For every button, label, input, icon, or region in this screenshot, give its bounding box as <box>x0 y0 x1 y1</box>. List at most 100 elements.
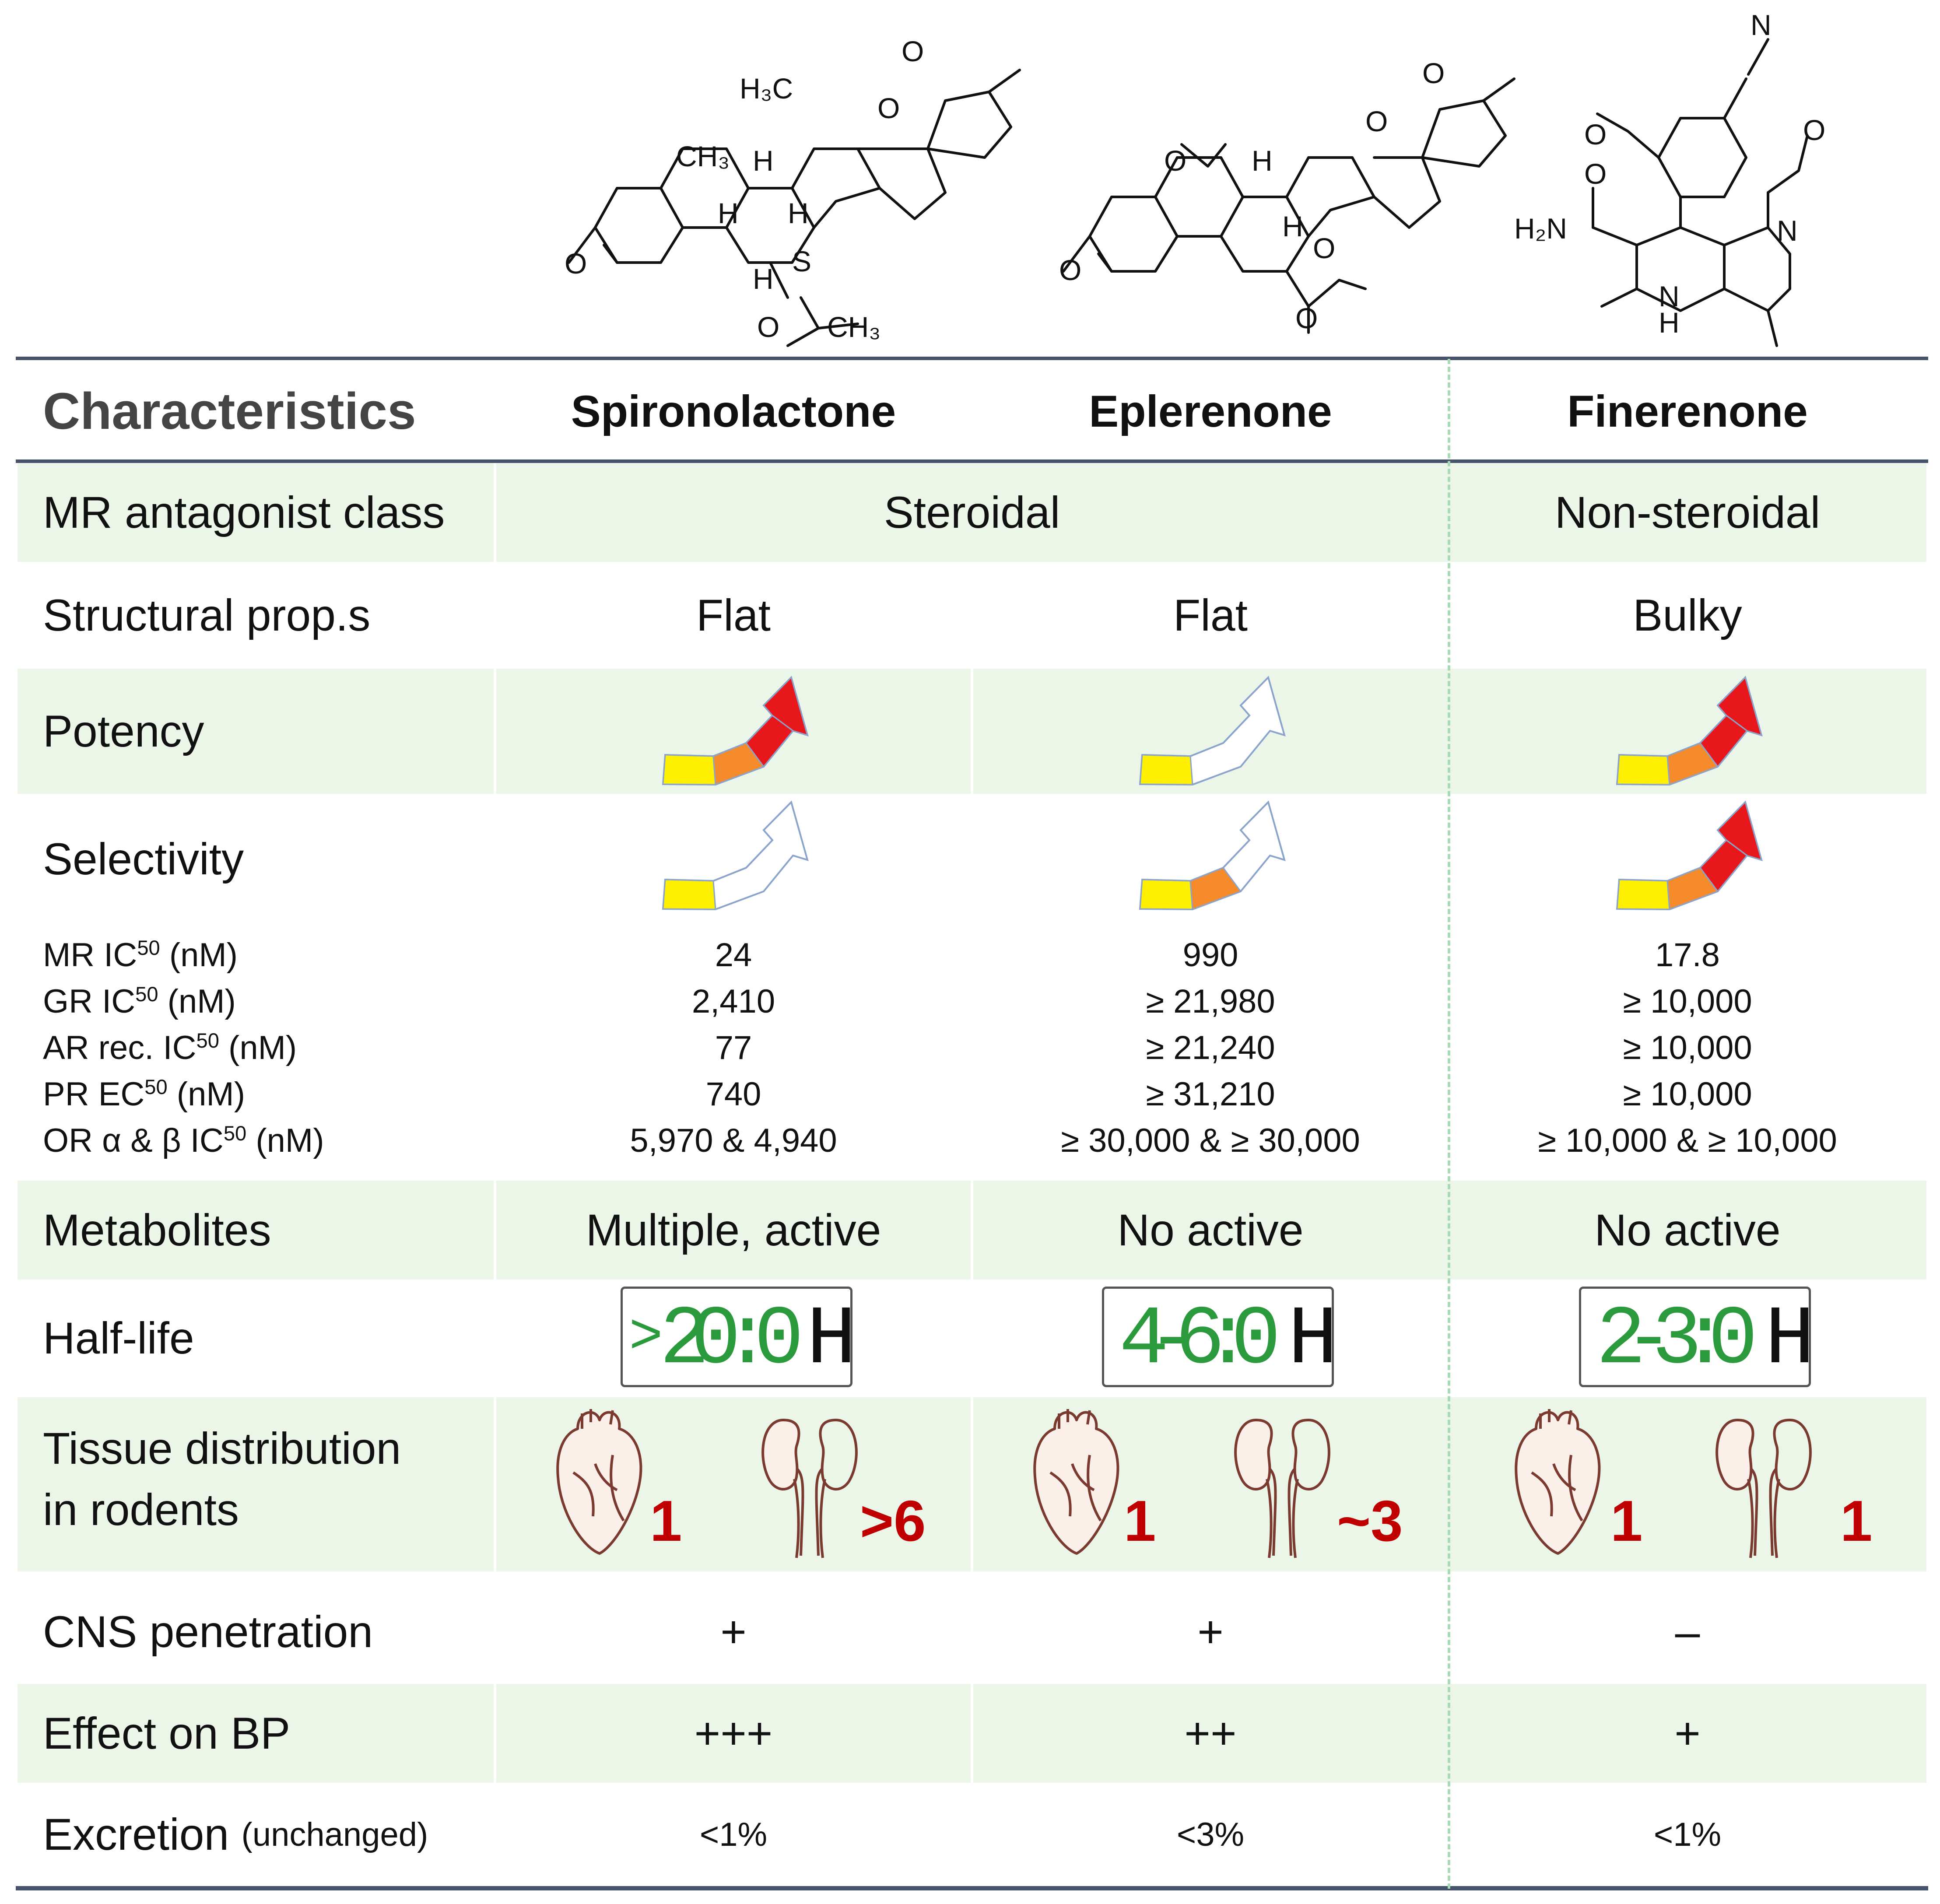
arrow-level-segment <box>662 754 716 785</box>
header-spironolactone: Spironolactone <box>571 386 896 436</box>
potency-arrow-fine <box>1616 676 1763 786</box>
value-cns-eple: + <box>1197 1606 1224 1657</box>
atom-h2n: H₂N <box>1514 212 1567 245</box>
halflife-digits: 2-3:0 <box>1596 1294 1758 1387</box>
ic50-value: 77 <box>715 1029 752 1066</box>
value-metabolites-eple: No active <box>1117 1205 1304 1255</box>
header-finerenone: Finerenone <box>1567 386 1808 436</box>
arrow-head <box>1716 801 1763 861</box>
value-structural-fine: Bulky <box>1633 590 1742 640</box>
heart-outline <box>572 1455 625 1522</box>
ic50-label-mr: MR IC50 (nM) <box>43 936 238 974</box>
ic50-label-ar: AR rec. IC50 (nM) <box>43 1029 297 1066</box>
kidney-outline <box>1234 1419 1273 1490</box>
spironolactone-structure <box>568 69 1021 347</box>
atom-n: N <box>1777 214 1798 247</box>
label-structural: Structural prop.s <box>43 590 371 640</box>
value-excretion-spiro: <1% <box>699 1816 768 1853</box>
label-potency: Potency <box>43 706 204 756</box>
finerenone-structure <box>1592 38 1809 347</box>
atom-s: S <box>792 245 811 277</box>
ic50-value: ≥ 21,240 <box>1146 1029 1275 1066</box>
atom-o: O <box>1584 118 1607 151</box>
eplerenone-structure <box>1062 77 1516 334</box>
kidney-outline <box>1266 1467 1299 1558</box>
selectivity-arrow-fine <box>1616 800 1763 911</box>
ic50-value: 2,410 <box>691 983 775 1020</box>
halflife-display-spiro: > 20:0 H <box>621 1287 852 1387</box>
halflife-prefix: > <box>629 1306 663 1370</box>
kidney-icon <box>1715 1419 1812 1558</box>
column-divider <box>494 463 496 1889</box>
atom-o: O <box>1295 302 1318 334</box>
atom-h: H <box>1659 306 1680 339</box>
value-cns-spiro: + <box>720 1606 747 1657</box>
selectivity-arrow-eple <box>1139 800 1286 911</box>
kidney-ratio-fine: 1 <box>1840 1489 1873 1553</box>
atom-o: O <box>877 92 900 124</box>
arrow-head <box>762 676 809 736</box>
value-metabolites-fine: No active <box>1594 1205 1781 1255</box>
ic50-values-spiro: 24 2,410 77 740 5,970 & 4,940 <box>496 932 971 1164</box>
value-excretion-fine: <1% <box>1653 1816 1722 1853</box>
heart-outline <box>1531 1455 1583 1522</box>
kidney-ratio-eple: ~3 <box>1337 1489 1403 1553</box>
label-excretion: Excretion (unchanged) <box>43 1783 428 1886</box>
ic50-value: ≥ 10,000 <box>1623 1076 1752 1113</box>
label-tissue-line2: in rodents <box>43 1484 239 1535</box>
value-nonsteroidal: Non-steroidal <box>1554 487 1821 537</box>
value-cns-fine: – <box>1675 1606 1700 1657</box>
atom-o: O <box>1584 158 1607 190</box>
label-metabolites: Metabolites <box>43 1205 271 1255</box>
value-structural-eple: Flat <box>1173 590 1248 640</box>
value-steroidal: Steroidal <box>884 487 1060 537</box>
kidney-outline <box>793 1467 826 1558</box>
header-eplerenone: Eplerenone <box>1089 386 1332 436</box>
kidney-outline <box>1715 1419 1754 1490</box>
potency-arrow-eple <box>1139 676 1286 786</box>
atom-o: O <box>902 35 924 67</box>
atom-o: O <box>1059 254 1081 286</box>
ic50-values-eple: 990 ≥ 21,980 ≥ 21,240 ≥ 31,210 ≥ 30,000 … <box>973 932 1448 1164</box>
value-excretion-eple: <3% <box>1176 1816 1245 1853</box>
heart-ratio-fine: 1 <box>1610 1489 1643 1553</box>
atom-h: H <box>718 197 739 229</box>
ic50-value: ≥ 10,000 <box>1623 983 1752 1020</box>
ic50-value: ≥ 31,210 <box>1146 1076 1275 1113</box>
heart-outline <box>581 1409 614 1429</box>
atom-o: O <box>1164 144 1186 177</box>
halflife-unit: H <box>1288 1294 1334 1387</box>
atom-h: H <box>753 263 774 295</box>
arrow-level-segment <box>1189 867 1242 911</box>
halflife-unit: H <box>1765 1294 1811 1387</box>
heart-icon <box>1033 1409 1119 1555</box>
label-class: MR antagonist class <box>43 487 445 537</box>
ic50-value: 24 <box>715 936 752 974</box>
atom-o: O <box>565 247 587 280</box>
heart-outline <box>1049 1455 1102 1522</box>
chemical-structures: H₃C CH₃ H H H H O O O O S CH₃ O O O O O … <box>565 9 1825 347</box>
heart-outline <box>1515 1411 1601 1555</box>
kidney-outline <box>1291 1419 1330 1490</box>
value-structural-spiro: Flat <box>696 590 771 640</box>
ic50-label-or: OR α & β IC50 (nM) <box>43 1122 324 1159</box>
atom-h3c: H₃C <box>740 72 793 105</box>
atom-o: O <box>1422 57 1445 89</box>
ic50-value: ≥ 30,000 & ≥ 30,000 <box>1061 1122 1360 1159</box>
halflife-display-fine: 2-3:0 H <box>1579 1287 1811 1387</box>
label-selectivity: Selectivity <box>43 834 244 884</box>
atom-o: O <box>757 311 779 343</box>
atom-h: H <box>1282 210 1303 242</box>
header-characteristics: Characteristics <box>43 382 416 440</box>
value-metabolites-spiro: Multiple, active <box>586 1205 881 1255</box>
heart-ratio-eple: 1 <box>1124 1489 1156 1553</box>
column-divider <box>971 562 973 1889</box>
ic50-labels: MR IC50 (nM) GR IC50 (nM) AR rec. IC50 (… <box>43 932 324 1164</box>
heart-icon <box>556 1409 642 1555</box>
bottom-rule <box>16 1886 1928 1890</box>
atom-n: N <box>1751 9 1772 41</box>
arrow-level-segment <box>1616 754 1670 785</box>
arrow-level-segment <box>1139 754 1193 785</box>
kidney-outline <box>819 1419 858 1490</box>
